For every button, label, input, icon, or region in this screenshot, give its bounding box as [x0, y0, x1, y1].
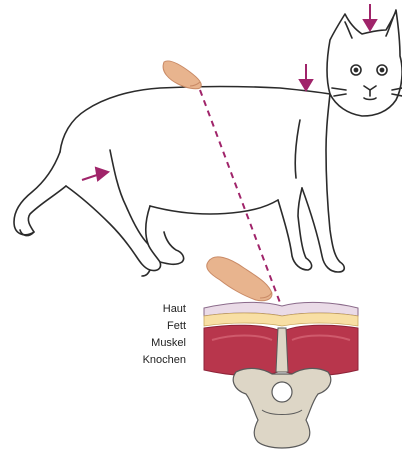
finger-icon [163, 61, 201, 89]
layer-label-skin: Haut [163, 303, 186, 316]
layer-label-muscle: Muskel [151, 337, 186, 350]
vertebra [233, 368, 331, 448]
spinal-canal [272, 382, 292, 402]
layer-label-bone: Knochen [143, 354, 186, 367]
muscle-right [286, 325, 358, 375]
cat-illustration [14, 10, 402, 276]
cross-section [204, 302, 358, 448]
layer-label-fat: Fett [167, 320, 186, 333]
finger-icon [207, 257, 272, 301]
muscle-left [204, 325, 278, 375]
spinous-process [276, 328, 288, 372]
arrow-icon [82, 4, 376, 180]
